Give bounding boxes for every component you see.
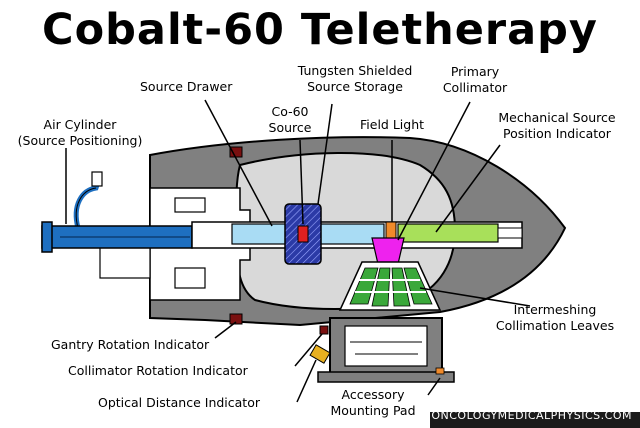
field-light — [385, 221, 397, 241]
pointer-optical — [296, 359, 317, 403]
label-collimator-rotation: Collimator Rotation Indicator — [68, 363, 248, 378]
label-mechanical-1: Mechanical Source — [498, 110, 616, 125]
air-cylinder-cap — [41, 221, 53, 253]
mechanical-indicator-tip — [497, 227, 523, 239]
air-hose — [73, 181, 101, 229]
label-air-cylinder-2: (Source Positioning) — [17, 133, 143, 148]
pointer-primary-collimator — [397, 101, 471, 241]
label-primary-collimator-1: Primary — [450, 64, 500, 79]
accessory-mount — [317, 371, 455, 383]
label-gantry-rotation: Gantry Rotation Indicator — [51, 337, 210, 352]
label-co60-1: Co-60 — [271, 104, 309, 119]
co60-source — [297, 225, 309, 243]
leaf-3 — [391, 267, 411, 307]
label-tungsten-2: Source Storage — [307, 79, 403, 94]
pointer-gantry — [214, 321, 237, 339]
label-accessory-2: Mounting Pad — [330, 403, 416, 418]
label-field-light: Field Light — [360, 117, 425, 132]
gantry-rotation-indicator — [229, 313, 243, 325]
label-accessory-1: Accessory — [341, 387, 405, 402]
pressure-valve — [91, 171, 103, 187]
label-air-cylinder-1: Air Cylinder — [43, 117, 117, 132]
label-source-drawer: Source Drawer — [140, 79, 233, 94]
pointer-co60 — [299, 139, 304, 225]
label-primary-collimator-2: Collimator — [442, 80, 508, 95]
pointer-leaves — [419, 287, 531, 307]
pointer-mechanical — [435, 144, 501, 233]
label-optical-distance: Optical Distance Indicator — [98, 395, 260, 410]
label-co60-2: Source — [268, 120, 312, 135]
pointer-lines — [65, 99, 531, 403]
label-leaves-1: Intermeshing — [513, 302, 597, 317]
accessory-pad-marker — [435, 367, 445, 375]
label-leaves-2: Collimation Leaves — [495, 318, 615, 333]
pointer-accessory — [427, 377, 441, 396]
diagram-title: Cobalt-60 Teletherapy — [42, 5, 598, 55]
optical-distance-indicator — [309, 344, 331, 364]
air-hose-outline — [75, 187, 97, 229]
collimator-inner — [344, 325, 428, 367]
pointer-tungsten — [317, 103, 333, 205]
leaf-2 — [371, 267, 391, 307]
watermark-bar — [430, 412, 640, 428]
pointer-collimator-rotation — [294, 333, 323, 367]
mechanical-indicator — [397, 223, 499, 243]
mechanism-bracket-top — [174, 197, 206, 213]
mechanism-bracket-bottom — [174, 267, 206, 289]
collimator-rotation-indicator — [319, 325, 329, 335]
pointer-source-drawer — [204, 99, 273, 227]
watermark-text: ONCOLOGYMEDICALPHYSICS.COM — [431, 409, 632, 422]
housing-indicator-top — [229, 146, 243, 158]
label-mechanical-2: Position Indicator — [503, 126, 611, 141]
label-tungsten-1: Tungsten Shielded — [297, 63, 413, 78]
primary-collimator — [371, 237, 405, 265]
